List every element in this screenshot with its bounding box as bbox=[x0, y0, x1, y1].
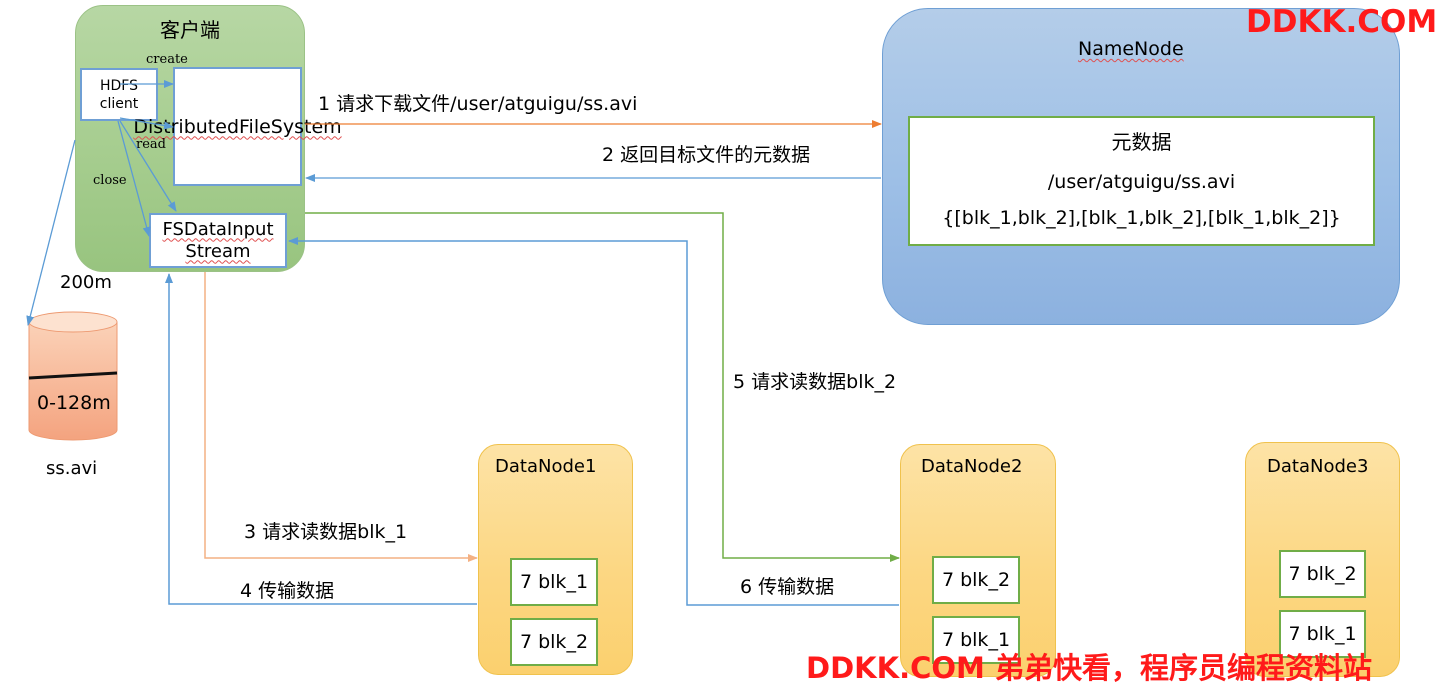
datanode2-block-1-label: 7 blk_2 bbox=[941, 569, 1011, 591]
datanode2-block-2-label: 7 blk_1 bbox=[941, 629, 1011, 651]
file-size-label: 200m bbox=[60, 272, 112, 293]
datanode1-block-2-label: 7 blk_2 bbox=[519, 631, 589, 653]
namenode-title: NameNode bbox=[1078, 38, 1184, 60]
fsdatainputstream-label: FSDataInputStream bbox=[162, 218, 274, 262]
datanode2-block-2: 7 blk_1 bbox=[932, 616, 1020, 664]
file-cylinder bbox=[28, 311, 118, 441]
client-title: 客户端 bbox=[160, 18, 220, 42]
datanode3-block-2-label: 7 blk_1 bbox=[1288, 623, 1357, 645]
datanode3-block-2: 7 blk_1 bbox=[1279, 610, 1366, 658]
hdfs-client-box: HDFS client bbox=[80, 68, 158, 121]
datanode1-title: DataNode1 bbox=[495, 456, 597, 477]
metadata-blocks: {[blk_1,blk_2],[blk_1,blk_2],[blk_1,blk_… bbox=[942, 207, 1341, 229]
step1-label: 1 请求下载文件/user/atguigu/ss.avi bbox=[318, 93, 638, 115]
datanode1-block-1-label: 7 blk_1 bbox=[519, 571, 589, 593]
datanode2-title: DataNode2 bbox=[921, 456, 1023, 477]
step5-label: 5 请求读数据blk_2 bbox=[733, 371, 897, 393]
datanode3-block-1-label: 7 blk_2 bbox=[1288, 563, 1357, 585]
metadata-path: /user/atguigu/ss.avi bbox=[1047, 171, 1236, 193]
step4-label: 4 传输数据 bbox=[240, 580, 335, 602]
step4-arrow bbox=[165, 273, 477, 605]
file-range-label: 0-128m bbox=[37, 392, 111, 414]
datanode2-block-1: 7 blk_2 bbox=[932, 556, 1020, 604]
datanode1-block-1: 7 blk_1 bbox=[510, 558, 598, 606]
watermark-top: DDKK.COM bbox=[1246, 4, 1436, 40]
split-line bbox=[28, 371, 118, 380]
datanode1-block-2: 7 blk_2 bbox=[510, 618, 598, 666]
step6-arrow bbox=[288, 237, 899, 606]
step2-label: 2 返回目标文件的元数据 bbox=[602, 144, 811, 166]
close-arrow bbox=[117, 120, 151, 237]
step5-arrow bbox=[305, 212, 900, 562]
read-arrow bbox=[119, 120, 177, 212]
step3-label: 3 请求读数据blk_1 bbox=[244, 521, 408, 543]
datanode3-block-1: 7 blk_2 bbox=[1279, 550, 1366, 598]
metadata-box bbox=[908, 116, 1375, 246]
read-label: read bbox=[136, 137, 166, 152]
metadata-title: 元数据 bbox=[1111, 130, 1172, 154]
file-name-label: ss.avi bbox=[46, 458, 98, 479]
client-to-file-arrow bbox=[26, 139, 76, 326]
distributed-filesystem-box: DistributedFileSystem bbox=[133, 67, 342, 186]
client-to-dfs-arrow bbox=[119, 117, 174, 130]
watermark-bottom: DDKK.COM 弟弟快看，程序员编程资料站 bbox=[806, 651, 1372, 685]
distributed-filesystem-label: DistributedFileSystem bbox=[133, 115, 342, 138]
create-label: create bbox=[146, 52, 188, 67]
close-label: close bbox=[93, 173, 127, 188]
step6-label: 6 传输数据 bbox=[740, 576, 835, 598]
hdfs-client-label: HDFS client bbox=[99, 77, 139, 112]
fsdatainputstream-box: FSDataInputStream bbox=[149, 213, 287, 268]
step3-arrow bbox=[204, 272, 478, 562]
datanode3-title: DataNode3 bbox=[1267, 456, 1369, 477]
